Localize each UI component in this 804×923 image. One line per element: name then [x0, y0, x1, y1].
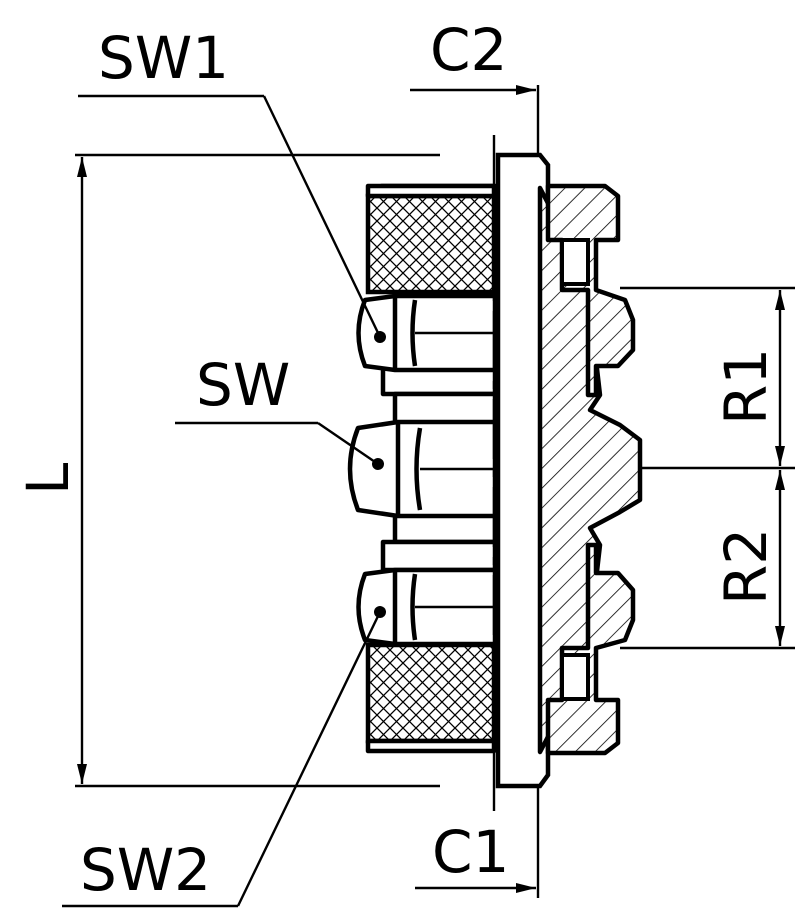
label-c1: C1: [432, 818, 509, 886]
label-l: L: [14, 463, 82, 495]
label-sw: SW: [196, 351, 290, 419]
leaders: [62, 94, 382, 908]
hex-sw2: [356, 567, 498, 647]
label-c2: C2: [430, 16, 507, 84]
sw-leader: [317, 422, 379, 465]
sw2-leader: [236, 611, 382, 907]
union-nut-bottom: [365, 642, 497, 754]
hex-sw: [347, 419, 498, 519]
dimension-c2: [410, 85, 540, 160]
label-sw1: SW1: [98, 24, 229, 92]
sw1-leader: [262, 95, 382, 338]
label-r2: R2: [712, 528, 780, 605]
section-view: [495, 152, 643, 789]
dimension-r: [620, 286, 795, 650]
label-r1: R1: [712, 348, 780, 425]
label-sw2: SW2: [80, 836, 211, 904]
dimension-c1: [415, 786, 540, 898]
dimension-l: [75, 153, 440, 788]
